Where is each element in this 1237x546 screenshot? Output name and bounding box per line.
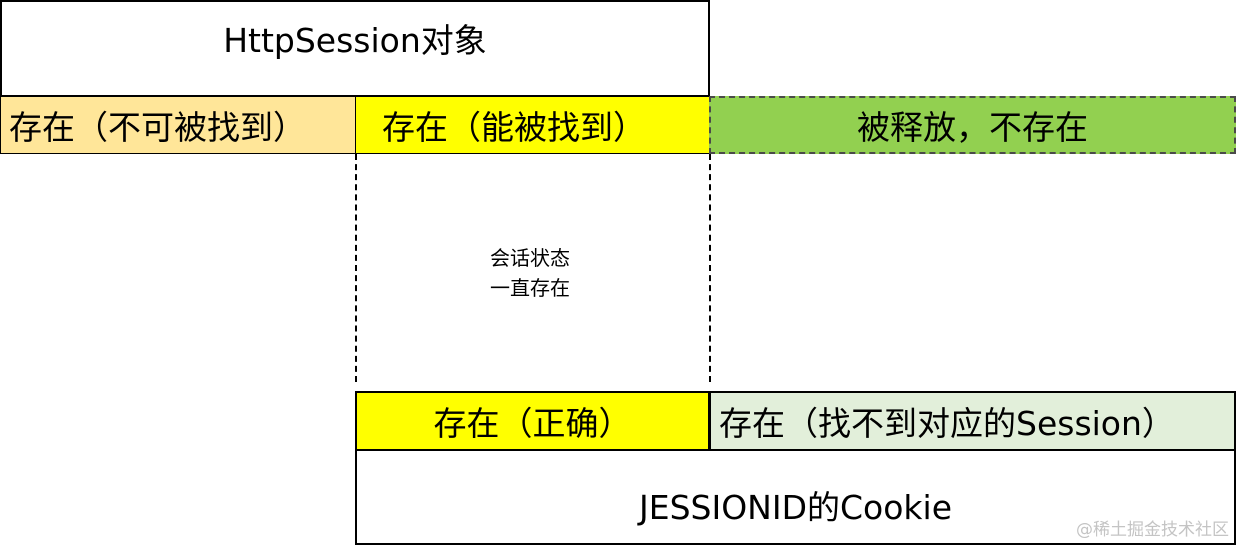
dashed-divider-left: [355, 154, 357, 382]
session-state-note-line1: 会话状态: [490, 246, 570, 270]
session-state-note-line2: 一直存在: [490, 276, 570, 300]
session-state-released-label: 被释放，不存在: [857, 108, 1088, 147]
jsessionid-cookie-title: JESSIONID的Cookie: [638, 488, 953, 527]
watermark-text: @稀土掘金技术社区: [1076, 520, 1229, 540]
dashed-divider-right: [709, 154, 711, 382]
httpsession-object-box: HttpSession对象: [0, 0, 710, 97]
session-state-unreachable-label: 存在（不可被找到）: [9, 108, 306, 147]
cookie-state-correct: 存在（正确）: [355, 391, 710, 451]
cookie-state-not-found-label: 存在（找不到对应的Session）: [719, 404, 1175, 443]
session-state-reachable-label: 存在（能被找到）: [382, 108, 646, 147]
jsessionid-cookie-box: JESSIONID的Cookie: [355, 449, 1236, 545]
cookie-state-not-found: 存在（找不到对应的Session）: [709, 391, 1236, 451]
session-state-reachable: 存在（能被找到）: [355, 96, 710, 154]
session-state-unreachable: 存在（不可被找到）: [0, 96, 356, 154]
session-state-released: 被释放，不存在: [709, 96, 1236, 154]
cookie-state-correct-label: 存在（正确）: [433, 404, 632, 443]
httpsession-object-title: HttpSession对象: [223, 21, 487, 60]
session-state-note: 会话状态 一直存在: [430, 238, 630, 308]
